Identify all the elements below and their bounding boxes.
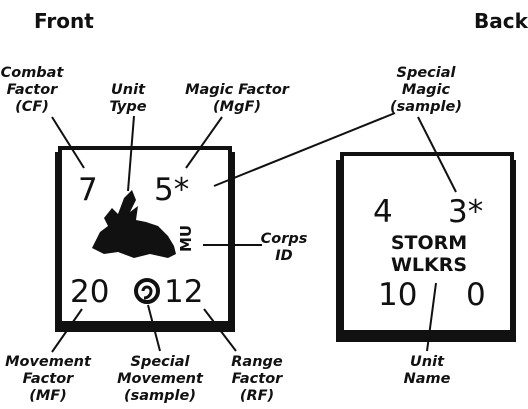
leader-special-magic-to-back <box>417 116 457 193</box>
leader-magic-factor <box>185 116 223 169</box>
front-range-factor: 12 <box>164 274 203 310</box>
svg-text:ID: ID <box>275 248 292 264</box>
leader-unit-type <box>127 115 135 192</box>
svg-text:Special: Special <box>131 354 191 370</box>
leader-range-factor <box>203 308 237 352</box>
back-range-factor: 0 <box>466 277 486 313</box>
svg-text:(sample): (sample) <box>124 388 196 404</box>
back-movement-factor: 10 <box>378 277 417 313</box>
back-special-magic: 3* <box>448 194 483 230</box>
leader-movement-factor <box>51 308 83 353</box>
back-unit-name-line2: WLKRS <box>391 254 467 276</box>
svg-text:Factor: Factor <box>7 82 59 98</box>
svg-text:(CF): (CF) <box>15 99 49 115</box>
back-counter-face <box>340 152 514 334</box>
svg-text:Unit: Unit <box>410 354 445 370</box>
leader-special-movement <box>147 304 161 352</box>
svg-text:Movement: Movement <box>5 354 92 370</box>
front-combat-factor: 7 <box>78 172 98 208</box>
svg-text:Movement: Movement <box>117 371 204 387</box>
svg-text:(RF): (RF) <box>240 388 274 404</box>
svg-text:Corps: Corps <box>261 231 308 247</box>
front-magic-factor: 5* <box>154 172 189 208</box>
spiral-icon <box>134 278 160 304</box>
label-unit-name: Unit Name <box>404 354 451 387</box>
leader-special-magic-to-front <box>213 112 396 187</box>
leader-unit-name <box>426 282 437 352</box>
svg-text:Factor: Factor <box>23 371 75 387</box>
svg-text:(MF): (MF) <box>29 388 67 404</box>
unit-type-silhouette-icon <box>92 190 176 258</box>
svg-text:Type: Type <box>109 99 146 115</box>
svg-text:Name: Name <box>404 371 451 387</box>
label-special-magic: Special Magic (sample) <box>390 65 462 115</box>
svg-text:Magic: Magic <box>402 82 451 98</box>
svg-text:Magic Factor: Magic Factor <box>185 82 290 98</box>
label-corps-id: Corps ID <box>261 231 308 264</box>
leader-combat-factor <box>51 116 85 169</box>
back-unit-name-line1: STORM <box>391 232 467 254</box>
leader-lines <box>51 112 457 353</box>
back-combat-factor: 4 <box>373 194 393 230</box>
back-header: Back <box>474 9 528 33</box>
svg-text:Special: Special <box>397 65 457 81</box>
label-unit-type: Unit Type <box>109 82 146 115</box>
back-counter: 4 3* STORM WLKRS 10 0 <box>336 152 516 342</box>
label-magic-factor: Magic Factor (MgF) <box>185 82 290 115</box>
label-range-factor: Range Factor (RF) <box>231 354 283 404</box>
svg-text:Unit: Unit <box>111 82 146 98</box>
label-movement-factor: Movement Factor (MF) <box>5 354 92 404</box>
svg-text:Range: Range <box>231 354 283 370</box>
svg-text:Factor: Factor <box>232 371 284 387</box>
label-combat-factor: Combat Factor (CF) <box>1 65 65 115</box>
front-counter: 7 5* MU 20 12 <box>55 146 235 332</box>
svg-text:(MgF): (MgF) <box>213 99 261 115</box>
front-corps-id: MU <box>177 225 195 252</box>
front-movement-factor: 20 <box>70 274 109 310</box>
svg-text:Combat: Combat <box>1 65 65 81</box>
label-special-movement: Special Movement (sample) <box>117 354 204 404</box>
svg-text:(sample): (sample) <box>390 99 462 115</box>
front-header: Front <box>34 9 94 33</box>
